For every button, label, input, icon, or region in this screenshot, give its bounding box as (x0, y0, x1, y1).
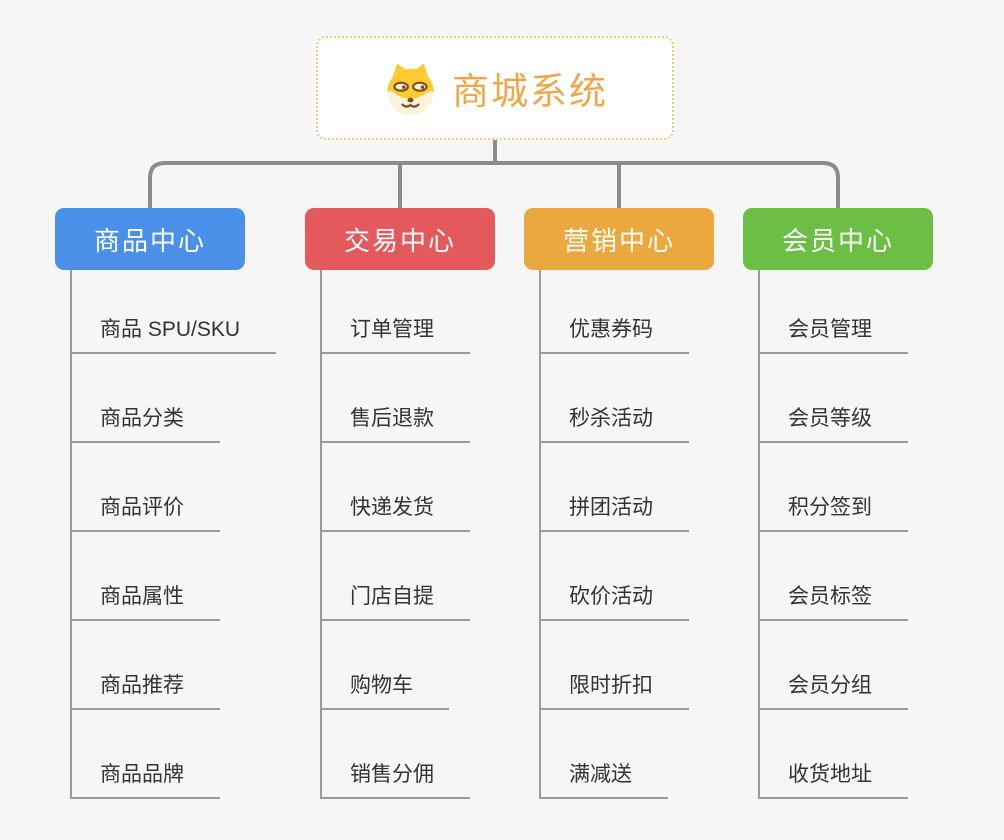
leaf-node[interactable]: 会员管理 (758, 317, 908, 354)
leaf-node[interactable]: 拼团活动 (539, 495, 689, 532)
leaf-node[interactable]: 限时折扣 (539, 673, 689, 710)
leaf-node[interactable]: 商品 SPU/SKU (70, 317, 277, 354)
leaf-node[interactable]: 会员分组 (758, 673, 908, 710)
leaf-node[interactable]: 收货地址 (758, 762, 908, 799)
leaf-node[interactable]: 商品属性 (70, 584, 220, 621)
leaf-node[interactable]: 商品推荐 (70, 673, 220, 710)
root-branch-connector (148, 140, 840, 208)
leaf-node[interactable]: 订单管理 (320, 317, 470, 354)
branch-node-marketing-center[interactable]: 营销中心 (524, 208, 714, 270)
leaf-node[interactable]: 优惠券码 (539, 317, 689, 354)
leaf-node[interactable]: 砍价活动 (539, 584, 689, 621)
leaf-node[interactable]: 门店自提 (320, 584, 470, 621)
leaf-node[interactable]: 会员标签 (758, 584, 908, 621)
branch-node-product-center[interactable]: 商品中心 (55, 208, 245, 270)
leaf-node[interactable]: 商品分类 (70, 406, 220, 443)
root-node[interactable]: 商城系统 (316, 36, 674, 140)
branch-node-member-center[interactable]: 会员中心 (743, 208, 933, 270)
leaf-node[interactable]: 秒杀活动 (539, 406, 689, 443)
leaf-node[interactable]: 积分签到 (758, 495, 908, 532)
doge-icon (387, 63, 434, 115)
leaf-node[interactable]: 快递发货 (320, 495, 470, 532)
root-title: 商城系统 (452, 71, 608, 112)
leaf-node[interactable]: 售后退款 (320, 406, 470, 443)
leaf-node[interactable]: 销售分佣 (320, 762, 470, 799)
leaf-node[interactable]: 购物车 (320, 673, 449, 710)
leaf-node[interactable]: 商品品牌 (70, 762, 220, 799)
leaf-node[interactable]: 满减送 (539, 762, 668, 799)
leaf-node[interactable]: 会员等级 (758, 406, 908, 443)
leaf-node[interactable]: 商品评价 (70, 495, 220, 532)
branch-node-trade-center[interactable]: 交易中心 (305, 208, 495, 270)
